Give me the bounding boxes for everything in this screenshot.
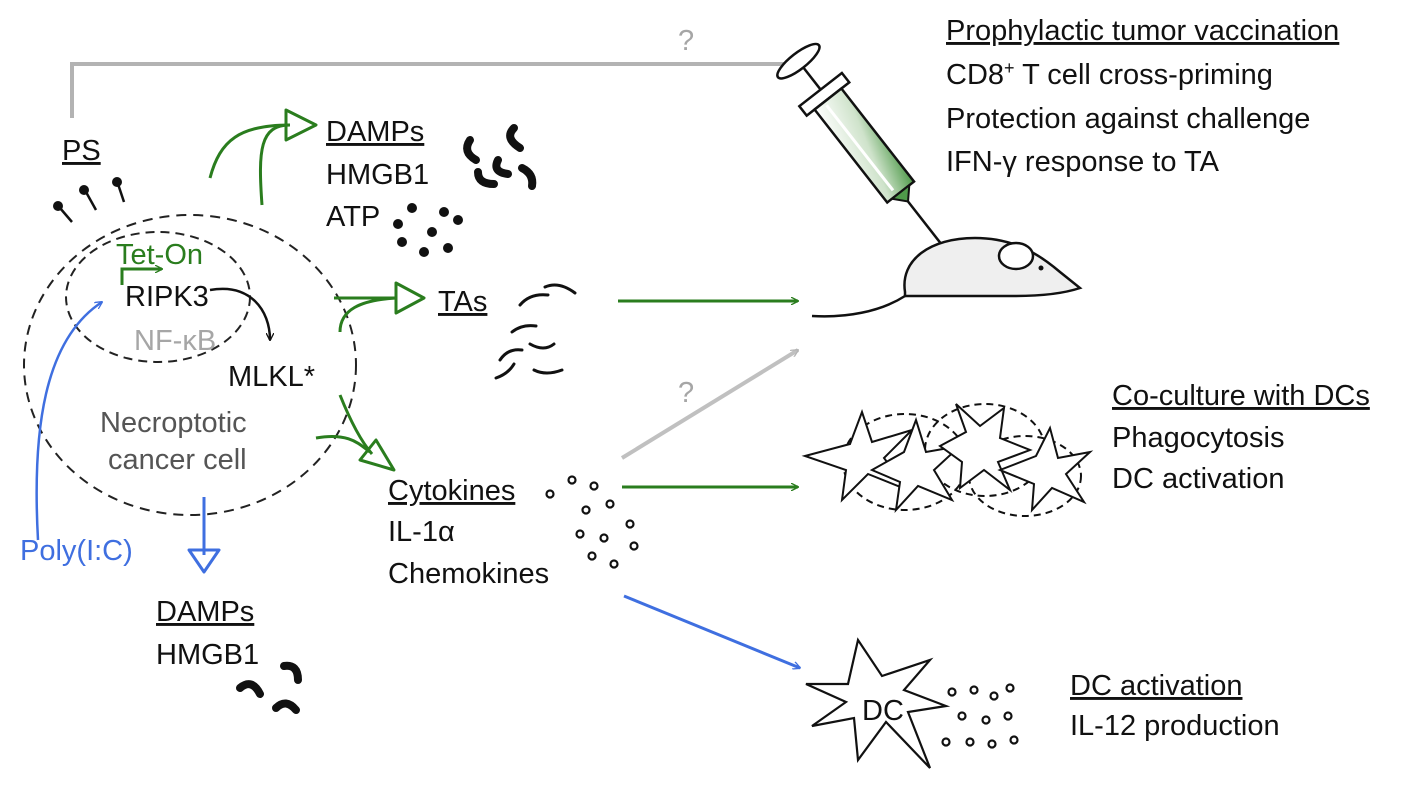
necroptotic-cell-membrane [23,214,357,516]
hmgb1-molecules-top [463,124,537,190]
dc-label: DC [862,695,904,727]
vaccination-line2: Protection against challenge [946,103,1310,135]
vaccination-line3: IFN-γ response to TA [946,146,1220,178]
ta-fragments [494,283,577,380]
dc-activation-title: DC activation [1070,670,1242,702]
bottom-damps-hmgb1: HMGB1 [156,639,259,671]
cytokines-to-mouse-arrow [620,348,798,460]
tet-on-promoter-arrow [120,269,162,285]
ps-molecules [59,183,126,223]
mlkl-label: MLKL* [228,361,315,393]
cytokines-to-dc-arrow [623,594,800,668]
dendritic-cell-icon [805,637,951,769]
bottom-damps-title: DAMPs [156,596,254,628]
nfkb-label: NF-κB [134,325,216,357]
vaccination-title: Prophylactic tumor vaccination [946,15,1339,47]
ripk3-to-mlkl-arrow [209,287,270,340]
il12-molecules [941,683,1019,749]
cell-name-line2: cancer cell [108,444,247,476]
coculture-title: Co-culture with DCs [1112,380,1370,412]
tet-on-label: Tet-On [116,239,203,271]
ripk3-label: RIPK3 [125,281,209,313]
top-damps-title: DAMPs [326,116,424,148]
syringe-icon [776,42,945,248]
top-damps-atp: ATP [326,201,380,233]
cytokines-il1a: IL-1α [388,516,455,548]
atp-molecules [393,203,463,257]
ps-label: PS [62,135,101,167]
coculture-line2: DC activation [1112,463,1284,495]
cytokines-chemokines: Chemokines [388,558,549,590]
poly-ic-label: Poly(I:C) [20,535,133,567]
tas-title: TAs [438,286,487,318]
bottom-damps-release-arrow [187,497,221,574]
cell-name-line1: Necroptotic [100,407,247,439]
poly-ic-arrow [35,302,102,541]
cytokine-molecules [545,475,639,569]
mouse-icon [811,236,1083,318]
vaccination-line1: CD8+ T cell cross-priming [946,58,1273,91]
cytokines-title: Cytokines [388,475,515,507]
dc-activation-line1: IL-12 production [1070,710,1280,742]
dc-coculture-cluster-icon [801,403,1094,517]
question-mark-middle: ? [678,377,694,409]
coculture-line1: Phagocytosis [1112,422,1285,454]
ps-to-vaccination-arrow [70,64,798,118]
top-damps-hmgb1: HMGB1 [326,159,429,191]
question-mark-top: ? [678,25,694,57]
hmgb1-molecules-bottom [236,661,302,714]
green-release-arrows [208,108,426,472]
